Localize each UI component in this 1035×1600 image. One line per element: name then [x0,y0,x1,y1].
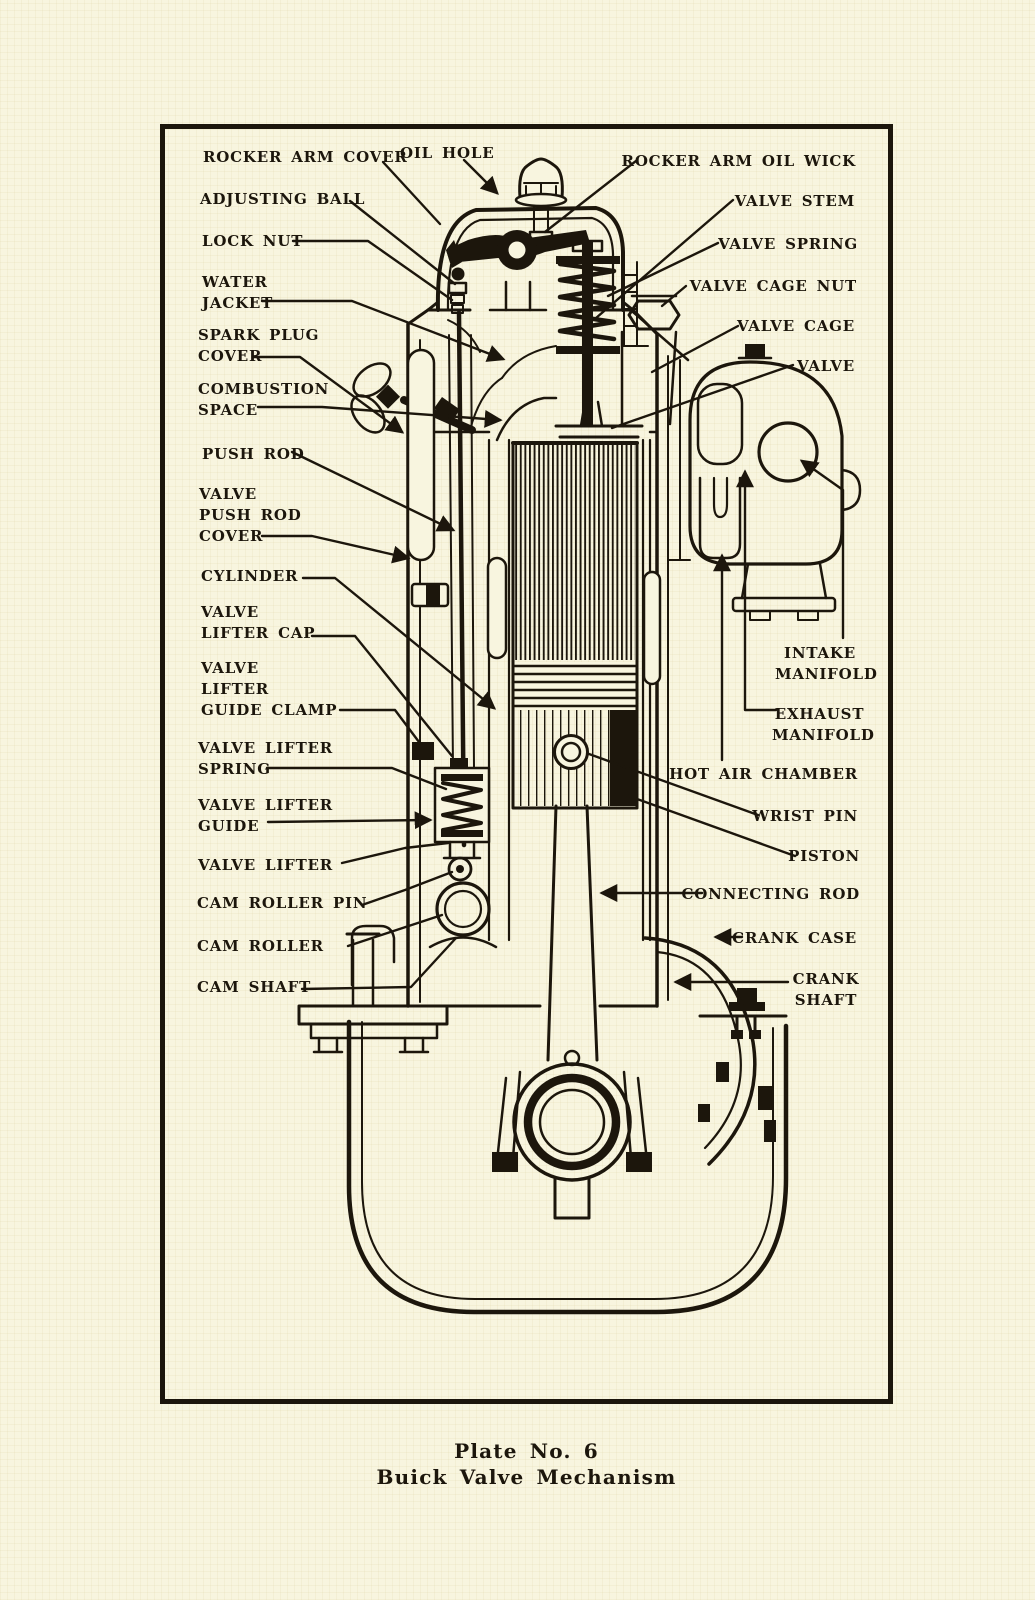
leader-valve-cage [650,324,740,374]
intake-port [757,421,819,483]
leader-valve-lifter-spring [265,766,448,791]
leader-valve [610,363,795,430]
piston [511,441,639,810]
rocker-arm [446,230,590,314]
label-piston: PISTON [788,847,860,865]
valve-lifter-train [406,310,498,949]
label-rocker-arm-cover: ROCKER ARM COVER [203,148,408,166]
rocker-arm-cover [406,206,659,336]
wrist-pin [553,734,589,770]
leader-valve-spring [606,241,720,298]
label-valve-cage: VALVE CAGE [737,317,855,335]
adjusting-ball [451,267,465,281]
crank-case [297,924,789,1315]
cam-roller-pin [447,856,473,882]
label-oil-hole: OIL HOLE [400,144,495,162]
leader-cam-roller-pin [360,870,454,907]
label-valve-lifter-guide: VALVE LIFTER GUIDE [198,796,334,835]
leader-oil-hole [462,158,499,195]
leader-combustion-space [256,405,503,428]
leader-rocker-arm-oil-wick [543,159,638,234]
leader-adjusting-ball [348,199,457,286]
leader-piston [624,793,797,858]
label-spark-plug-cover: SPARK PLUG COVER [198,326,320,365]
label-crank-case: CRANK CASE [732,929,857,947]
crank-shaft [643,936,757,1166]
label-water-jacket: WATER JACKET [202,273,274,312]
label-valve-stem: VALVE STEM [734,192,855,210]
leader-valve-lifter-guide [266,811,433,830]
exhaust-passage [696,382,744,466]
label-rocker-arm-oil-wick: ROCKER ARM OIL WICK [621,152,856,170]
valve-stem [582,242,593,426]
label-crank-shaft: CRANK SHAFT [792,970,860,1009]
label-wrist-pin: WRIST PIN [752,807,858,825]
label-cylinder: CYLINDER [201,567,299,585]
leader-valve-stem [594,198,735,320]
lifter-guide-clamp [412,742,434,760]
leader-push-rod [290,450,456,532]
label-valve-cage-nut: VALVE CAGE NUT [689,277,857,295]
valve-cage-nut [627,299,681,331]
cam-roller [435,881,491,937]
label-cam-roller-pin: CAM ROLLER PIN [197,894,368,912]
label-intake-manifold: INTAKE MANIFOLD [775,644,878,683]
connecting-rod [492,804,652,1220]
valve-lifter-spring [441,781,483,832]
leader-spark-plug-cover [251,355,405,434]
leader-valve-cage-nut [660,284,688,308]
push-rod-cover-plate [406,348,436,562]
lock-nut [447,281,468,295]
label-valve-lifter-cap: VALVE LIFTER CAP [201,603,316,642]
valve-lifter-cap [450,758,468,767]
manifolds [688,344,862,621]
leader-intake-manifold [799,459,845,640]
plate-border [160,124,893,1404]
label-adjusting-ball: ADJUSTING BALL [200,190,366,208]
leader-cam-shaft [300,936,458,991]
label-valve-lifter-guide-clamp: VALVE LIFTER GUIDE CLAMP [201,659,338,719]
label-cam-shaft: CAM SHAFT [197,978,312,996]
label-connecting-rod: CONNECTING ROD [681,885,860,903]
leader-exhaust-manifold [736,469,778,712]
label-exhaust-manifold: EXHAUST MANIFOLD [772,705,875,744]
oil-hole-cap [514,157,568,246]
plate-number: Plate No. 6 [454,1439,599,1463]
label-valve: VALVE [797,357,855,375]
label-valve-spring: VALVE SPRING [718,235,858,253]
leader-valve-lifter [340,841,450,865]
leader-wrist-pin [587,752,760,817]
engine-drawing [297,157,862,1315]
valve-assembly [554,239,690,439]
cam-shaft-arc [428,936,498,949]
leader-cylinder [301,576,497,710]
label-lock-nut: LOCK NUT [202,232,304,250]
label-hot-air-chamber: HOT AIR CHAMBER [669,765,858,783]
plate-caption: Plate No. 6 Buick Valve Mechanism [160,1438,893,1490]
leader-water-jacket [260,299,506,362]
leader-lines [251,158,845,991]
leader-lock-nut [291,239,454,302]
leader-valve-lifter-cap [310,634,454,758]
label-valve-push-rod-cover: VALVE PUSH ROD COVER [199,485,302,545]
push-rod [456,310,467,848]
label-valve-lifter-spring: VALVE LIFTER SPRING [198,739,334,778]
leader-valve-lifter-guide-clamp [338,708,424,748]
leader-rocker-arm-cover [381,160,442,226]
label-valve-lifter: VALVE LIFTER [198,856,334,874]
leader-valve-push-rod-cover [260,534,411,564]
leader-cam-roller [346,913,444,948]
label-combustion-space: COMBUSTION SPACE [198,380,330,419]
plate-title: Buick Valve Mechanism [376,1465,677,1489]
label-push-rod: PUSH ROD [202,445,305,463]
label-cam-roller: CAM ROLLER [197,937,324,955]
